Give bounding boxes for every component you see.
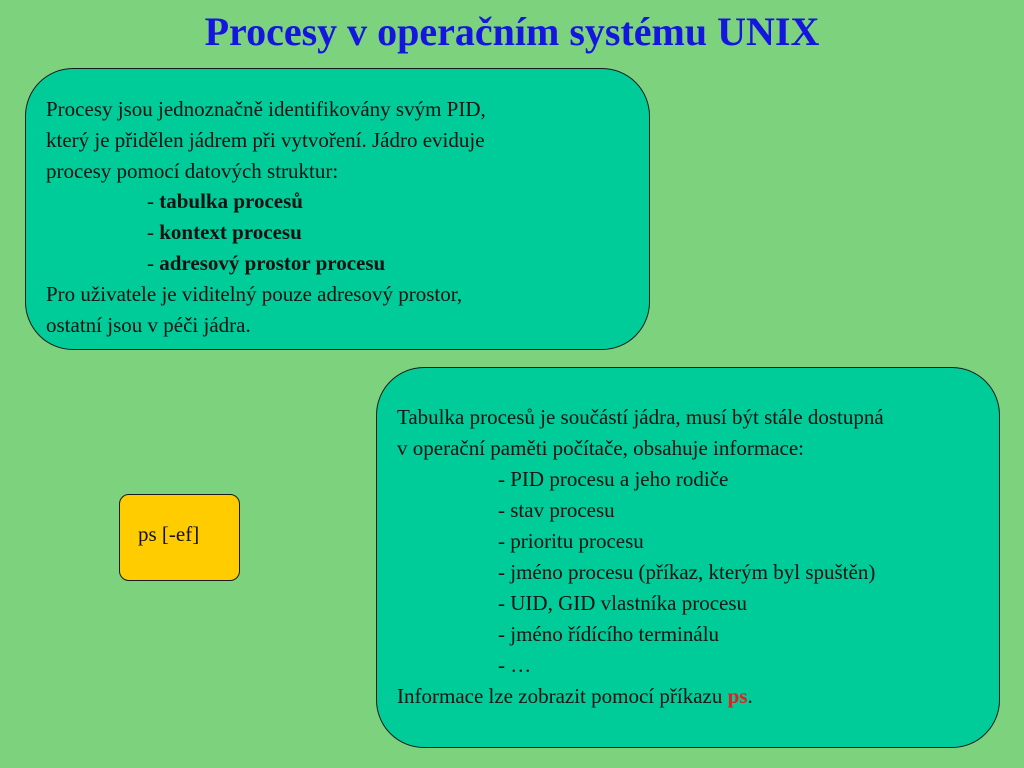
list-item: - prioritu procesu [498,529,644,553]
list-item: - adresový prostor procesu [46,248,649,279]
process-table-box: Tabulka procesů je součástí jádra, musí … [376,367,1000,748]
slide-title: Procesy v operačním systému UNIX [204,9,820,54]
list-item: - … [498,653,532,677]
list-item-label: kontext procesu [159,220,302,245]
text-line: procesy pomocí datových struktur: [46,158,339,183]
pid-description-box: Procesy jsou jednoznačně identifikovány … [25,68,650,350]
list-item: - jméno řídícího terminálu [498,622,720,646]
command-suffix: . [747,684,753,708]
list-item: - UID, GID vlastníka procesu [498,591,748,615]
text-line: Informace lze zobrazit pomocí příkazu ps… [397,681,999,712]
ps-command-label: ps [-ef] [138,522,200,546]
list-item: - jméno procesu (příkaz, kterým byl spuš… [498,560,876,584]
command-name: ps [727,684,748,708]
ps-command-box: ps [-ef] [119,494,240,581]
text-line: Tabulka procesů je součástí jádra, musí … [397,405,884,429]
text-line: Pro uživatele je viditelný pouze adresov… [46,281,463,306]
list-item: - kontext procesu [46,217,649,248]
text-line: ostatní jsou v péči jádra. [46,312,251,337]
list-dash: - [147,250,160,275]
text-line: Procesy jsou jednoznačně identifikovány … [46,97,486,121]
command-prefix: Informace lze zobrazit pomocí příkazu [397,684,728,708]
list-item: - stav procesu [498,498,615,522]
list-item: - tabulka procesů [46,186,649,217]
list-dash: - [147,220,160,245]
list-item-label: tabulka procesů [159,189,303,214]
list-item-label: adresový prostor procesu [159,250,386,275]
text-line: který je přidělen jádrem při vytvoření. … [46,127,485,152]
list-dash: - [147,189,160,214]
list-item: - PID procesu a jeho rodiče [498,467,729,491]
text-line: v operační paměti počítače, obsahuje inf… [397,436,804,460]
